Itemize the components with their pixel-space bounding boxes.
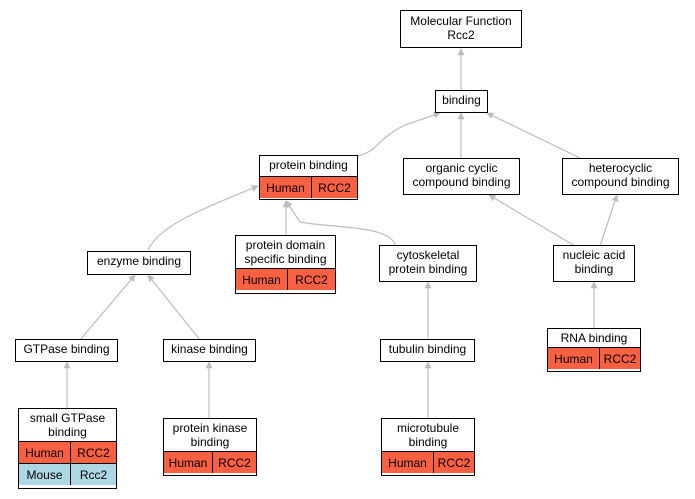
node-title-line1: heterocyclic [588,161,653,175]
species-cell: Human [266,180,305,195]
node-nucleic-acid-binding: nucleic acid binding [553,245,635,282]
node-small-gtpase-binding: small GTPase binding Human RCC2 Mouse Rc… [18,408,117,489]
node-title-line1: Molecular Function [410,14,512,28]
edge-enzyme-to-protein-binding [147,185,259,251]
node-label: GTPase binding [23,342,110,356]
node-title-line1: protein kinase [172,421,248,435]
node-title-line1: organic cyclic [425,161,498,175]
species-cell: Human [168,455,208,470]
gene-cell: RCC2 [433,452,474,473]
node-title-line2: compound binding [412,175,511,189]
edge-protein-binding-to-binding [357,111,441,157]
node-title-line1: cytoskeletal [396,248,460,262]
node-title-line2: specific binding [244,252,327,266]
species-cell: Human [554,351,593,366]
node-title-line1: small GTPase [29,411,106,425]
species-cell: Human [388,455,427,470]
gene-cell: RCC2 [212,452,256,473]
node-title-line1: nucleic acid [562,248,626,262]
node-enzyme-binding: enzyme binding [87,251,191,275]
gene-cell: RCC2 [70,442,116,463]
node-cytoskeletal-protein-binding: cytoskeletal protein binding [379,245,477,282]
node-protein-domain-specific-binding: protein domain specific binding Human RC… [235,235,336,294]
node-gtpase-binding: GTPase binding [15,339,118,362]
node-tubulin-binding: tubulin binding [380,339,475,362]
gene-cell: Rcc2 [70,464,116,485]
edge-nucleic-to-organic [488,194,576,247]
node-label: RNA binding [560,331,628,345]
node-title-line2: binding [48,425,87,439]
node-label: tubulin binding [388,342,467,356]
gene-cell: RCC2 [599,348,640,369]
node-molecular-function: Molecular Function Rcc2 [400,10,522,48]
node-protein-kinase-binding: protein kinase binding Human RCC2 [163,418,257,476]
gene-cell: RCC2 [311,177,357,198]
node-heterocyclic-compound-binding: heterocyclic compound binding [562,158,679,195]
node-rna-binding: RNA binding Human RCC2 [547,328,641,372]
edge-nucleic-to-heterocyclic [599,194,619,247]
node-title-line2: binding [408,435,448,449]
node-binding: binding [435,90,488,113]
node-title-line2: binding [574,262,614,276]
node-label: enzyme binding [96,254,182,268]
node-label: protein binding [269,158,348,172]
edge-gtpase-to-enzyme [79,274,136,341]
node-microtubule-binding: microtubule binding Human RCC2 [381,418,475,476]
node-organic-cyclic-compound-binding: organic cyclic compound binding [403,158,520,195]
node-label: kinase binding [171,342,248,356]
species-cell: Human [242,272,281,287]
node-title-line2: Rcc2 [447,28,475,42]
node-label: binding [442,93,481,107]
node-title-line2: compound binding [571,175,670,189]
node-title-line2: binding [190,435,230,449]
node-title-line2: protein binding [388,262,468,276]
edge-kinase-to-enzyme [147,274,201,341]
species-cell: Mouse [26,467,63,482]
node-title-line1: microtubule [396,421,460,435]
gene-cell: RCC2 [287,269,335,290]
node-title-line1: protein domain [245,238,326,252]
node-protein-binding: protein binding Human RCC2 [259,155,358,200]
node-kinase-binding: kinase binding [163,339,256,362]
edge-heterocyclic-to-binding [486,112,581,159]
species-cell: Human [25,445,64,460]
edge-cytoskeletal-to-protein-binding [285,200,396,246]
